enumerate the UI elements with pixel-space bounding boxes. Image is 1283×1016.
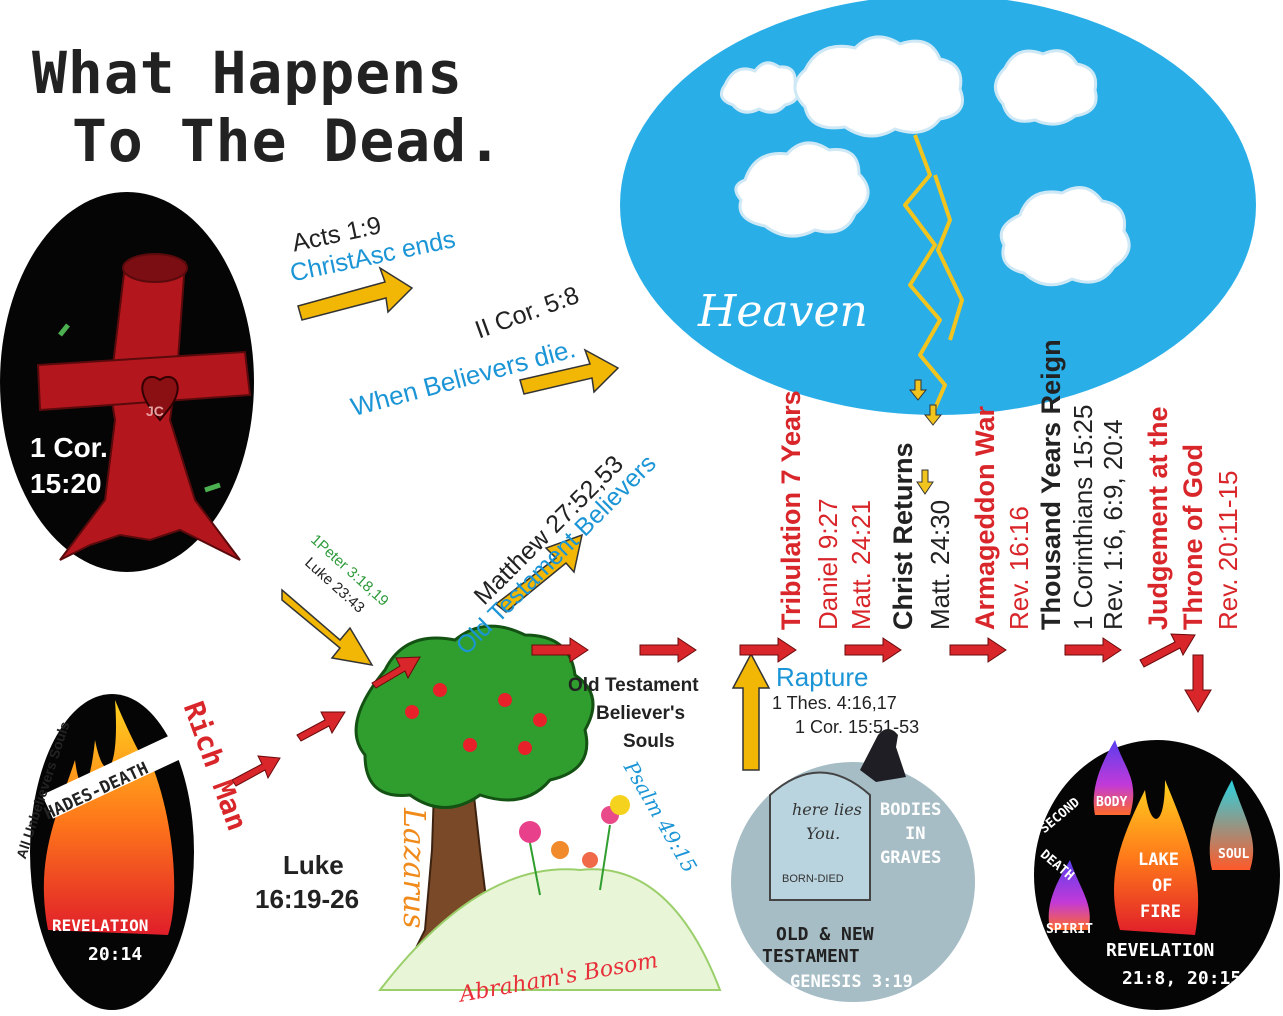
hades-ref-2: 20:14 xyxy=(88,944,143,965)
tombstone-icon xyxy=(769,771,871,901)
christ-returns-title: Christ Returns xyxy=(888,442,918,630)
hill xyxy=(377,868,722,991)
arrow-matthew xyxy=(494,533,584,613)
lightning-icon xyxy=(903,134,964,421)
arrow-rich-3 xyxy=(371,656,421,689)
arrow-peter xyxy=(281,588,374,667)
bodies-line-1: BODIES xyxy=(880,800,942,820)
arrow-flow-5 xyxy=(949,637,1007,663)
lake-line-1: LAKE xyxy=(1138,850,1179,870)
arrow-acts xyxy=(297,266,414,321)
thousand-title: Thousand Years Reign xyxy=(1036,339,1066,630)
testament-line-2: TESTAMENT xyxy=(762,946,860,967)
yellow-arrows xyxy=(281,266,771,771)
tribulation-title: Tribulation 7 Years xyxy=(776,390,806,630)
luke16-line-2: 16:19-26 xyxy=(255,884,360,914)
tribulation-ref-2: Matt. 24:21 xyxy=(846,499,876,630)
genesis-ref: GENESIS 3:19 xyxy=(790,972,913,992)
armageddon-ref: Rev. 16:16 xyxy=(1004,506,1034,630)
flower-icons xyxy=(519,795,630,896)
arrow-rich-1 xyxy=(231,755,281,787)
bodies-line-3: GRAVES xyxy=(880,848,942,868)
lake-line-2: OF xyxy=(1152,876,1173,896)
arrow-flow-2 xyxy=(639,637,697,663)
tomb-text-2: You. xyxy=(806,824,841,843)
red-arrows xyxy=(231,633,1212,787)
testament-line-1: OLD & NEW xyxy=(776,924,874,945)
heaven-label: Heaven xyxy=(698,286,868,337)
body-label: BODY xyxy=(1096,795,1128,810)
cross-initials: JC xyxy=(146,403,164,419)
lake-fire-soul xyxy=(1209,780,1254,870)
arrow-flow-6 xyxy=(1064,637,1122,663)
rapture-ref-2: 1 Cor. 15:51-53 xyxy=(795,717,920,737)
heart-icon xyxy=(141,375,179,422)
armageddon-title: Armageddon War xyxy=(970,405,1000,630)
lake-line-3: FIRE xyxy=(1140,902,1181,922)
title-line-2: To The Dead. xyxy=(72,107,504,175)
title-line-1: What Happens xyxy=(32,39,464,107)
arrow-flow-8 xyxy=(1184,654,1212,713)
rapture-ref-1: 1 Thes. 4:16,17 xyxy=(772,693,897,713)
arrow-rich-2 xyxy=(296,711,346,742)
lazarus-label: Lazarus xyxy=(396,808,431,929)
thousand-ref-1: 1 Corinthians 15:25 xyxy=(1068,404,1098,630)
small-down-arrow-icons xyxy=(908,379,943,495)
tomb-text-1: here lies xyxy=(792,800,862,819)
arrow-flow-1 xyxy=(531,637,589,663)
cross-ref-2: 15:20 xyxy=(30,468,102,499)
ot-souls-line-1: Old Testament xyxy=(568,675,699,696)
judgement-title-2: Throne of God xyxy=(1178,444,1208,630)
arrow-flow-4 xyxy=(844,637,902,663)
lake-fire-body xyxy=(1093,740,1134,815)
raven-icon xyxy=(860,729,906,782)
thousand-ref-2: Rev. 1:6, 6:9, 20:4 xyxy=(1098,419,1128,630)
tree-canopy xyxy=(354,624,595,809)
ot-souls-line-2: Believer's xyxy=(596,703,686,724)
judgement-ref: Rev. 20:11-15 xyxy=(1213,470,1243,630)
arrow-flow-3 xyxy=(739,637,797,663)
christ-returns-ref: Matt. 24:30 xyxy=(925,499,955,630)
bodies-line-2: IN xyxy=(905,824,926,844)
tomb-text-3: BORN-DIED xyxy=(782,873,844,885)
judgement-title-1: Judgement at the xyxy=(1143,406,1173,630)
luke16-line-1: Luke xyxy=(283,850,344,880)
hades-ref-1: REVELATION xyxy=(52,916,149,935)
lake-ref-1: REVELATION xyxy=(1106,940,1215,961)
lake-fire-main xyxy=(1114,780,1199,935)
apple-icons xyxy=(405,683,547,755)
spirit-label: SPIRIT xyxy=(1046,922,1093,937)
cross-ref-1: 1 Cor. xyxy=(30,432,108,463)
cloud-icons xyxy=(719,35,1131,287)
arrow-rapture xyxy=(731,652,771,771)
soul-label: SOUL xyxy=(1218,847,1250,862)
lake-fire-spirit xyxy=(1048,860,1090,930)
lake-ref-2: 21:8, 20:15 xyxy=(1122,968,1242,989)
hades-band xyxy=(42,727,198,819)
tribulation-ref-1: Daniel 9:27 xyxy=(813,498,843,630)
arrow-flow-7 xyxy=(1139,633,1196,668)
rapture-title: Rapture xyxy=(776,662,869,692)
ot-souls-line-3: Souls xyxy=(623,731,675,752)
arrow-cor5 xyxy=(519,348,620,395)
